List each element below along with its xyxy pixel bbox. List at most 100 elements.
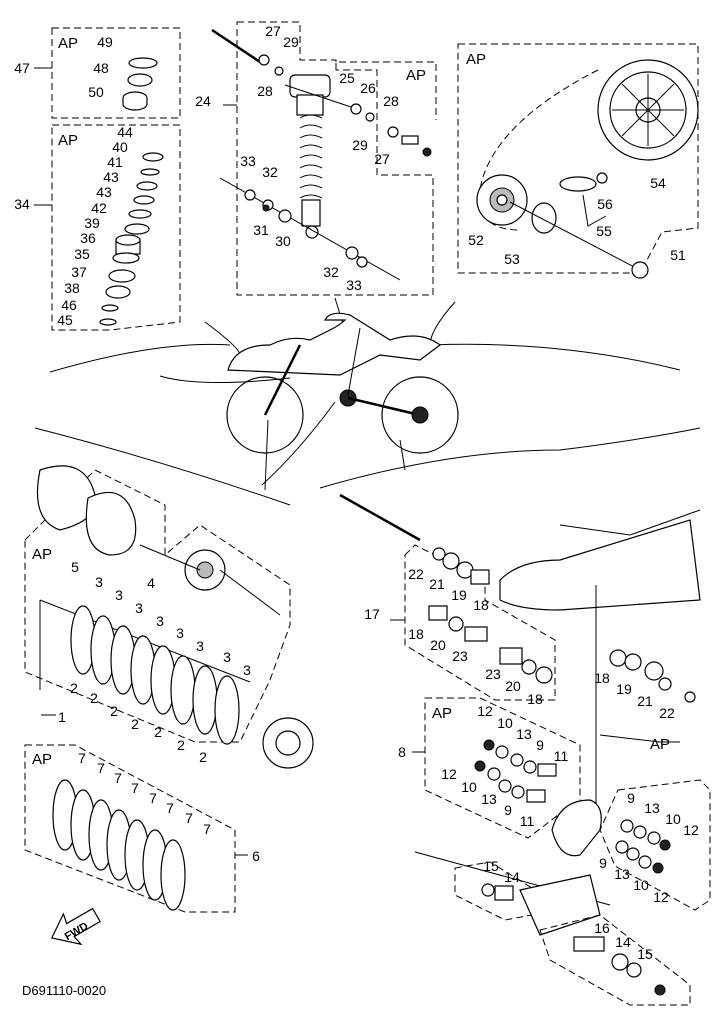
callout-51: 51 bbox=[670, 247, 686, 263]
callout-2: 2 bbox=[90, 690, 98, 706]
callout-2: 2 bbox=[70, 680, 78, 696]
callout-18: 18 bbox=[408, 626, 424, 642]
callout-1: 1 bbox=[58, 709, 66, 725]
callout-33: 33 bbox=[346, 277, 362, 293]
callout-3: 3 bbox=[223, 649, 231, 665]
fwd-arrow-icon: FWD bbox=[50, 907, 101, 946]
callout-2: 2 bbox=[131, 716, 139, 732]
callout-32: 32 bbox=[323, 264, 339, 280]
callout-18: 18 bbox=[473, 597, 489, 613]
callout-41: 41 bbox=[107, 154, 123, 170]
callout-23: 23 bbox=[452, 648, 468, 664]
callout-3: 3 bbox=[156, 613, 164, 629]
callout-22: 22 bbox=[408, 566, 424, 582]
callout-37: 37 bbox=[71, 264, 87, 280]
callout-23: 23 bbox=[485, 666, 501, 682]
callout-7: 7 bbox=[185, 810, 193, 826]
callout-2: 2 bbox=[177, 737, 185, 753]
callout-10: 10 bbox=[461, 779, 477, 795]
callout-7: 7 bbox=[203, 821, 211, 837]
callout-9: 9 bbox=[504, 802, 512, 818]
callout-7: 7 bbox=[78, 750, 86, 766]
callout-38: 38 bbox=[64, 280, 80, 296]
ap-label-7: AP bbox=[650, 736, 670, 753]
callout-21: 21 bbox=[637, 693, 653, 709]
callout-17: 17 bbox=[364, 606, 380, 622]
callout-18: 18 bbox=[594, 670, 610, 686]
callout-14: 14 bbox=[615, 934, 631, 950]
callout-36: 36 bbox=[80, 230, 96, 246]
callout-44: 44 bbox=[117, 124, 133, 140]
callout-2: 2 bbox=[199, 749, 207, 765]
callout-21: 21 bbox=[429, 576, 445, 592]
callout-3: 3 bbox=[243, 662, 251, 678]
callout-43: 43 bbox=[96, 184, 112, 200]
callout-3: 3 bbox=[176, 625, 184, 641]
callout-22: 22 bbox=[659, 705, 675, 721]
callout-13: 13 bbox=[516, 726, 532, 742]
callout-7: 7 bbox=[97, 760, 105, 776]
callout-8: 8 bbox=[398, 744, 406, 760]
drive-chain-group-51: AP bbox=[457, 43, 699, 279]
callout-7: 7 bbox=[166, 800, 174, 816]
callout-numbers: 4749485034444041434342393635373846452729… bbox=[14, 23, 699, 962]
callout-42: 42 bbox=[91, 200, 107, 216]
callout-2: 2 bbox=[154, 724, 162, 740]
callout-29: 29 bbox=[352, 137, 368, 153]
motorcycle-overview bbox=[49, 297, 681, 491]
ap-label: AP bbox=[58, 35, 78, 52]
ap-label-2: AP bbox=[58, 132, 78, 149]
ap-label-5: AP bbox=[32, 546, 52, 563]
ap-label-8: AP bbox=[432, 705, 452, 722]
callout-2: 2 bbox=[110, 703, 118, 719]
callout-12: 12 bbox=[683, 822, 699, 838]
callout-52: 52 bbox=[468, 232, 484, 248]
callout-13: 13 bbox=[481, 791, 497, 807]
callout-54: 54 bbox=[650, 175, 666, 191]
callout-50: 50 bbox=[88, 84, 104, 100]
callout-13: 13 bbox=[614, 866, 630, 882]
rear-shock-group-24: AP bbox=[211, 21, 437, 296]
diagram-code: D691110-0020 bbox=[22, 983, 106, 998]
callout-55: 55 bbox=[596, 223, 612, 239]
callout-7: 7 bbox=[149, 790, 157, 806]
callout-35: 35 bbox=[74, 246, 90, 262]
callout-15: 15 bbox=[637, 946, 653, 962]
callout-12: 12 bbox=[477, 703, 493, 719]
friction-plates-group-6: AP bbox=[24, 744, 248, 913]
callout-47: 47 bbox=[14, 60, 30, 76]
callout-9: 9 bbox=[536, 737, 544, 753]
callout-4: 4 bbox=[147, 575, 155, 591]
callout-53: 53 bbox=[504, 251, 520, 267]
callout-56: 56 bbox=[597, 196, 613, 212]
callout-32: 32 bbox=[262, 164, 278, 180]
callout-6: 6 bbox=[252, 848, 260, 864]
callout-11: 11 bbox=[554, 748, 569, 764]
callout-20: 20 bbox=[505, 678, 521, 694]
callout-43: 43 bbox=[103, 169, 119, 185]
callout-11: 11 bbox=[520, 813, 535, 829]
callout-28: 28 bbox=[257, 83, 273, 99]
callout-34: 34 bbox=[14, 196, 30, 212]
callout-19: 19 bbox=[616, 681, 632, 697]
callout-24: 24 bbox=[195, 93, 211, 109]
callout-20: 20 bbox=[430, 637, 446, 653]
callout-14: 14 bbox=[504, 869, 520, 885]
callout-15: 15 bbox=[483, 858, 499, 874]
callout-9: 9 bbox=[599, 855, 607, 871]
callout-12: 12 bbox=[441, 766, 457, 782]
callout-10: 10 bbox=[497, 715, 513, 731]
callout-10: 10 bbox=[665, 811, 681, 827]
callout-40: 40 bbox=[112, 139, 128, 155]
swingarm-linkage-group: AP AP bbox=[319, 427, 711, 1006]
bearing-group-47: AP bbox=[34, 27, 181, 119]
callout-27: 27 bbox=[265, 23, 281, 39]
callout-46: 46 bbox=[61, 297, 77, 313]
ap-label-3: AP bbox=[406, 67, 426, 84]
callout-26: 26 bbox=[360, 80, 376, 96]
callout-3: 3 bbox=[196, 638, 204, 654]
callout-16: 16 bbox=[594, 920, 610, 936]
callout-3: 3 bbox=[135, 600, 143, 616]
callout-49: 49 bbox=[97, 34, 113, 50]
